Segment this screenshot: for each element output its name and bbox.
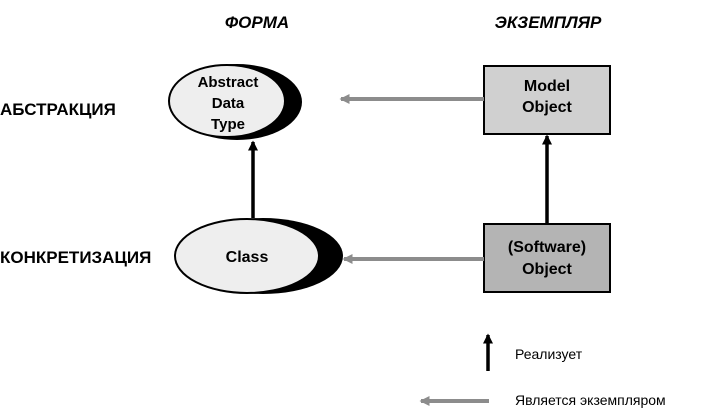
node-software-object: (Software) Object (484, 224, 610, 292)
node-model-object: Model Object (484, 66, 610, 134)
legend-instance-label: Является экземпляром (515, 392, 666, 408)
node-abstract-data-type: Abstract Data Type (169, 64, 302, 140)
node-abstract-data-type-line-3: Type (211, 116, 245, 133)
node-abstract-data-type-line-2: Data (212, 95, 245, 112)
node-model-object-line-2: Object (522, 99, 572, 116)
legend-realizes-label: Реализует (515, 346, 583, 362)
node-class: Class (175, 218, 343, 294)
node-abstract-data-type-line-1: Abstract (198, 74, 259, 91)
node-software-object-line-1: (Software) (508, 239, 586, 256)
node-class-label: Class (226, 249, 269, 266)
column-header-form: ФОРМА (225, 13, 289, 32)
node-software-object-box (484, 224, 610, 292)
row-label-concretization: КОНКРЕТИЗАЦИЯ (0, 248, 151, 267)
row-label-abstraction: АБСТРАКЦИЯ (0, 100, 116, 119)
column-header-instance: ЭКЗЕМПЛЯР (495, 13, 602, 32)
node-model-object-line-1: Model (524, 78, 570, 95)
node-software-object-line-2: Object (522, 261, 572, 278)
